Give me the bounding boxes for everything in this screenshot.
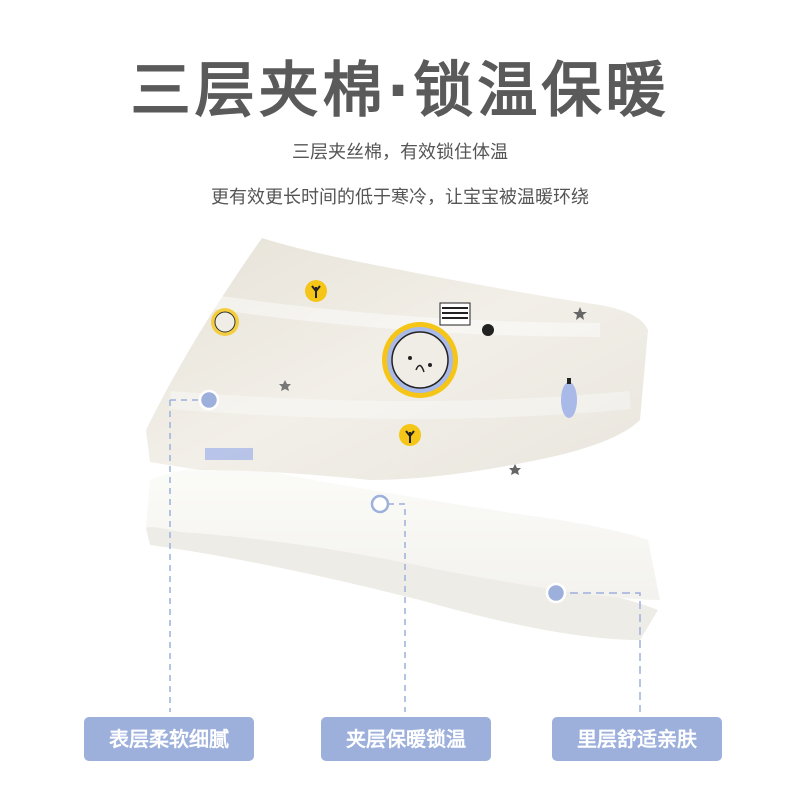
bear-face-icon: [382, 302, 494, 398]
label-inner-layer: 里层舒适亲肤: [552, 717, 722, 761]
star-icon: [509, 464, 521, 475]
bear-face-icon: [205, 448, 253, 460]
pinecone-icon: [561, 378, 577, 418]
bear-face-icon: [211, 308, 239, 336]
outer-layer-marker-icon: [169, 389, 220, 712]
tree-circle-icon: [305, 280, 327, 302]
label-outer-layer: 表层柔软细腻: [84, 717, 254, 761]
middle-layer: [146, 466, 660, 600]
subtitle-line-2: 更有效更长时间的低于寒冷，让宝宝被温暖环绕: [211, 187, 589, 208]
subtitle-line-1: 三层夹丝棉，有效锁住体温: [292, 142, 508, 163]
inner-layer-marker-icon: [545, 582, 641, 712]
star-icon: [573, 307, 587, 320]
tree-circle-icon: [399, 424, 421, 446]
star-icon: [279, 380, 291, 391]
page-title: 三层夹棉·锁温保暖: [130, 56, 670, 126]
label-middle-layer: 夹层保暖锁温: [321, 717, 491, 761]
middle-layer-marker-icon: [370, 494, 406, 712]
inner-layer: [146, 511, 658, 640]
